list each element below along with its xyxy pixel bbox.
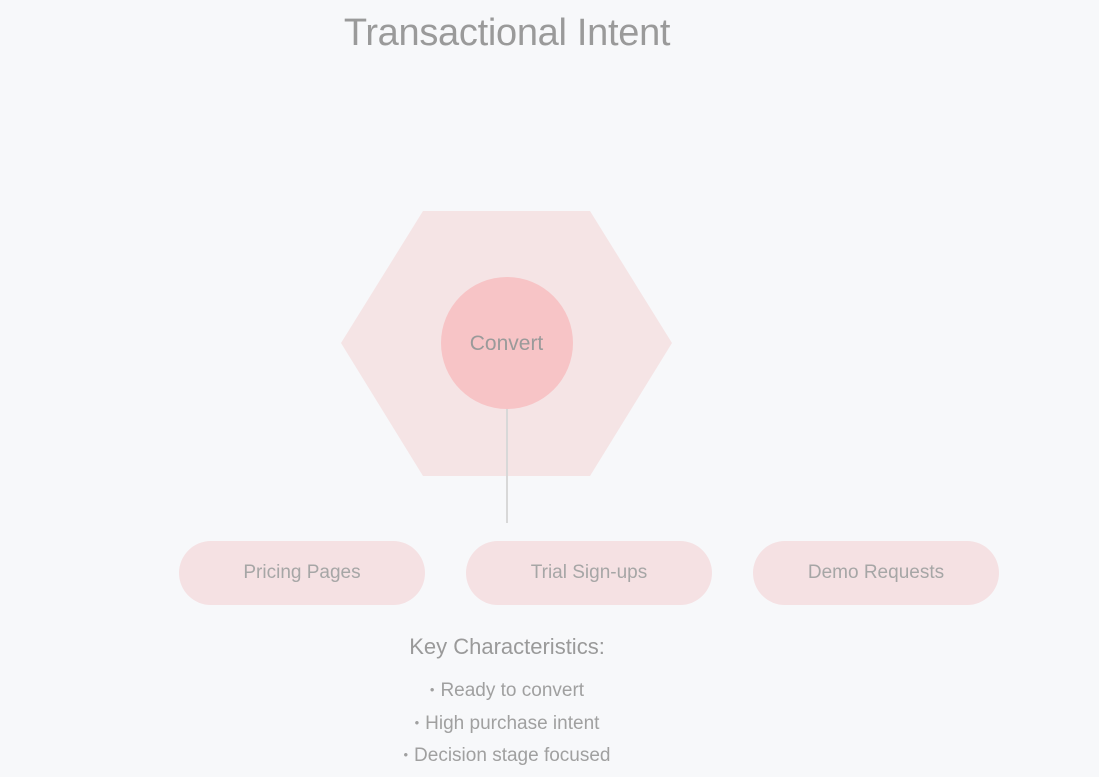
- list-item: • High purchase intent: [0, 709, 1014, 742]
- node-label: Demo Requests: [807, 562, 945, 583]
- node-label: Trial Sign-ups: [530, 562, 648, 583]
- list-item-text: High purchase intent: [425, 712, 600, 734]
- bullet-icon: •: [429, 682, 435, 697]
- hub-circle: [441, 277, 573, 409]
- list-item-text: Decision stage focused: [414, 745, 611, 766]
- hub-label: Convert: [469, 331, 544, 355]
- bullet-icon: •: [414, 714, 420, 730]
- page-title: Transactional Intent: [343, 12, 671, 54]
- list-item: • Ready to convert: [0, 676, 1014, 709]
- bullet-icon: •: [403, 747, 409, 762]
- node-label: Pricing Pages: [243, 562, 361, 583]
- characteristics-list: •Ready to convert •High purchase intent …: [0, 676, 1014, 774]
- node-pricing-pages: Pricing Pages: [179, 541, 425, 605]
- characteristics-heading: Key Characteristics:: [409, 634, 605, 659]
- list-item: • Decision stage focused: [0, 741, 1014, 774]
- node-trial-sign-ups: Trial Sign-ups: [466, 541, 712, 605]
- node-demo-requests: Demo Requests: [753, 541, 999, 605]
- list-item-text: Ready to convert: [440, 680, 585, 701]
